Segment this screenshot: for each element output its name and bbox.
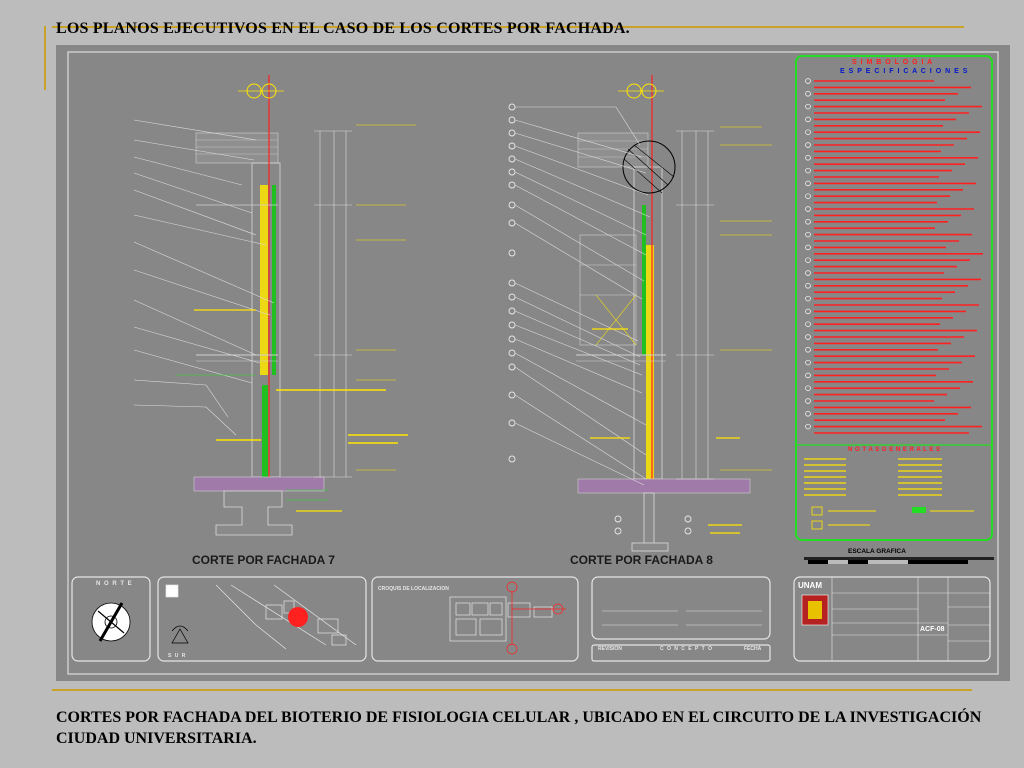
drawing-canvas [67, 51, 999, 675]
floor-plan [449, 581, 566, 655]
legend-bullet [805, 321, 811, 327]
legend-bullet [805, 423, 811, 430]
legend-bullet [805, 129, 811, 135]
slide-title: LOS PLANOS EJECUTIVOS EN EL CASO DE LOS … [56, 20, 630, 37]
legend-title: S I M B O L O G I A [852, 59, 934, 66]
south-label: S U R [168, 653, 187, 659]
legend-bullet [805, 219, 811, 225]
section-7-label: CORTE POR FACHADA 7 [192, 553, 335, 567]
north-panel [71, 576, 151, 662]
north-label: N O R T E [96, 581, 133, 587]
location-panel [157, 576, 367, 662]
ground-slab-8 [577, 478, 751, 494]
legend-bullet [805, 270, 811, 276]
date-label: FECHA [744, 646, 762, 652]
detail-circle-8 [622, 140, 676, 194]
legend-bullet [805, 359, 811, 366]
lower-panel-7 [262, 385, 268, 477]
gold-left-rule [44, 26, 46, 90]
unam-logo: UNAM [798, 581, 822, 590]
legend-bullet [805, 295, 811, 302]
legend-bullet [805, 398, 811, 404]
revision-row [591, 644, 771, 662]
footing-7 [215, 490, 293, 536]
plan-panel [371, 576, 579, 662]
north-arrow [91, 602, 131, 642]
legend-bullet [805, 206, 811, 212]
roof-slab-7 [195, 132, 279, 164]
legend-bullet [805, 155, 811, 161]
legend-bullet [805, 244, 811, 251]
section-8-drawing [508, 75, 772, 552]
graphic-scale-bar [804, 557, 994, 564]
panel-7 [272, 185, 276, 375]
concept-label: C O N C E P T O [660, 646, 713, 652]
legend-bullet [805, 257, 811, 263]
notes-title: N O T A S G E N E R A L E S [848, 447, 941, 453]
signature-panel [591, 576, 771, 640]
legend-bullet [805, 372, 811, 379]
sheet-code: ACF-08 [920, 626, 945, 633]
location-map [165, 584, 357, 650]
legend-panel [795, 55, 993, 541]
legend-bullet [805, 116, 811, 123]
scale-label: ESCALA GRAFICA [848, 548, 906, 555]
revision-label: REVISION [598, 646, 622, 652]
section-8-label: CORTE POR FACHADA 8 [570, 553, 713, 567]
legend-bullet [805, 167, 811, 174]
insulation-8 [646, 245, 654, 485]
title-block-grid [831, 577, 990, 661]
legend-bullet [805, 231, 811, 238]
legend-bullet [805, 308, 811, 315]
legend-bullet [805, 347, 811, 353]
legend-bullet [805, 411, 811, 417]
drawing-sheet: CORTE POR FACHADA 7 CORTE POR FACHADA 8 … [56, 45, 1010, 681]
location-label: CROQUIS DE LOCALIZACION [378, 586, 449, 592]
panel-8 [642, 205, 646, 355]
gold-bottom-rule [52, 689, 972, 691]
legend-bullet [805, 385, 811, 391]
title-block-panel [793, 576, 991, 662]
roof-slab-8 [577, 132, 649, 168]
legend-bullet [805, 78, 811, 84]
legend-bullet [805, 91, 811, 97]
unam-shield-inner [808, 601, 822, 619]
sheet-border [67, 51, 999, 675]
section-7-drawing [133, 75, 416, 536]
legend-bullet [805, 283, 811, 289]
legend-bullet [805, 142, 811, 148]
legend-bullet [805, 334, 811, 340]
legend-bullet [805, 180, 811, 187]
legend-bullet [805, 193, 811, 199]
legend-bullet [805, 103, 811, 110]
slide-caption: CORTES POR FACHADA DEL BIOTERIO DE FISIO… [56, 709, 982, 747]
gold-top-rule [52, 26, 964, 28]
ground-slab-7 [193, 476, 325, 492]
legend-subtitle: E S P E C I F I C A C I O N E S [840, 68, 969, 75]
signature-lines [602, 610, 762, 626]
insulation-7 [260, 185, 268, 375]
